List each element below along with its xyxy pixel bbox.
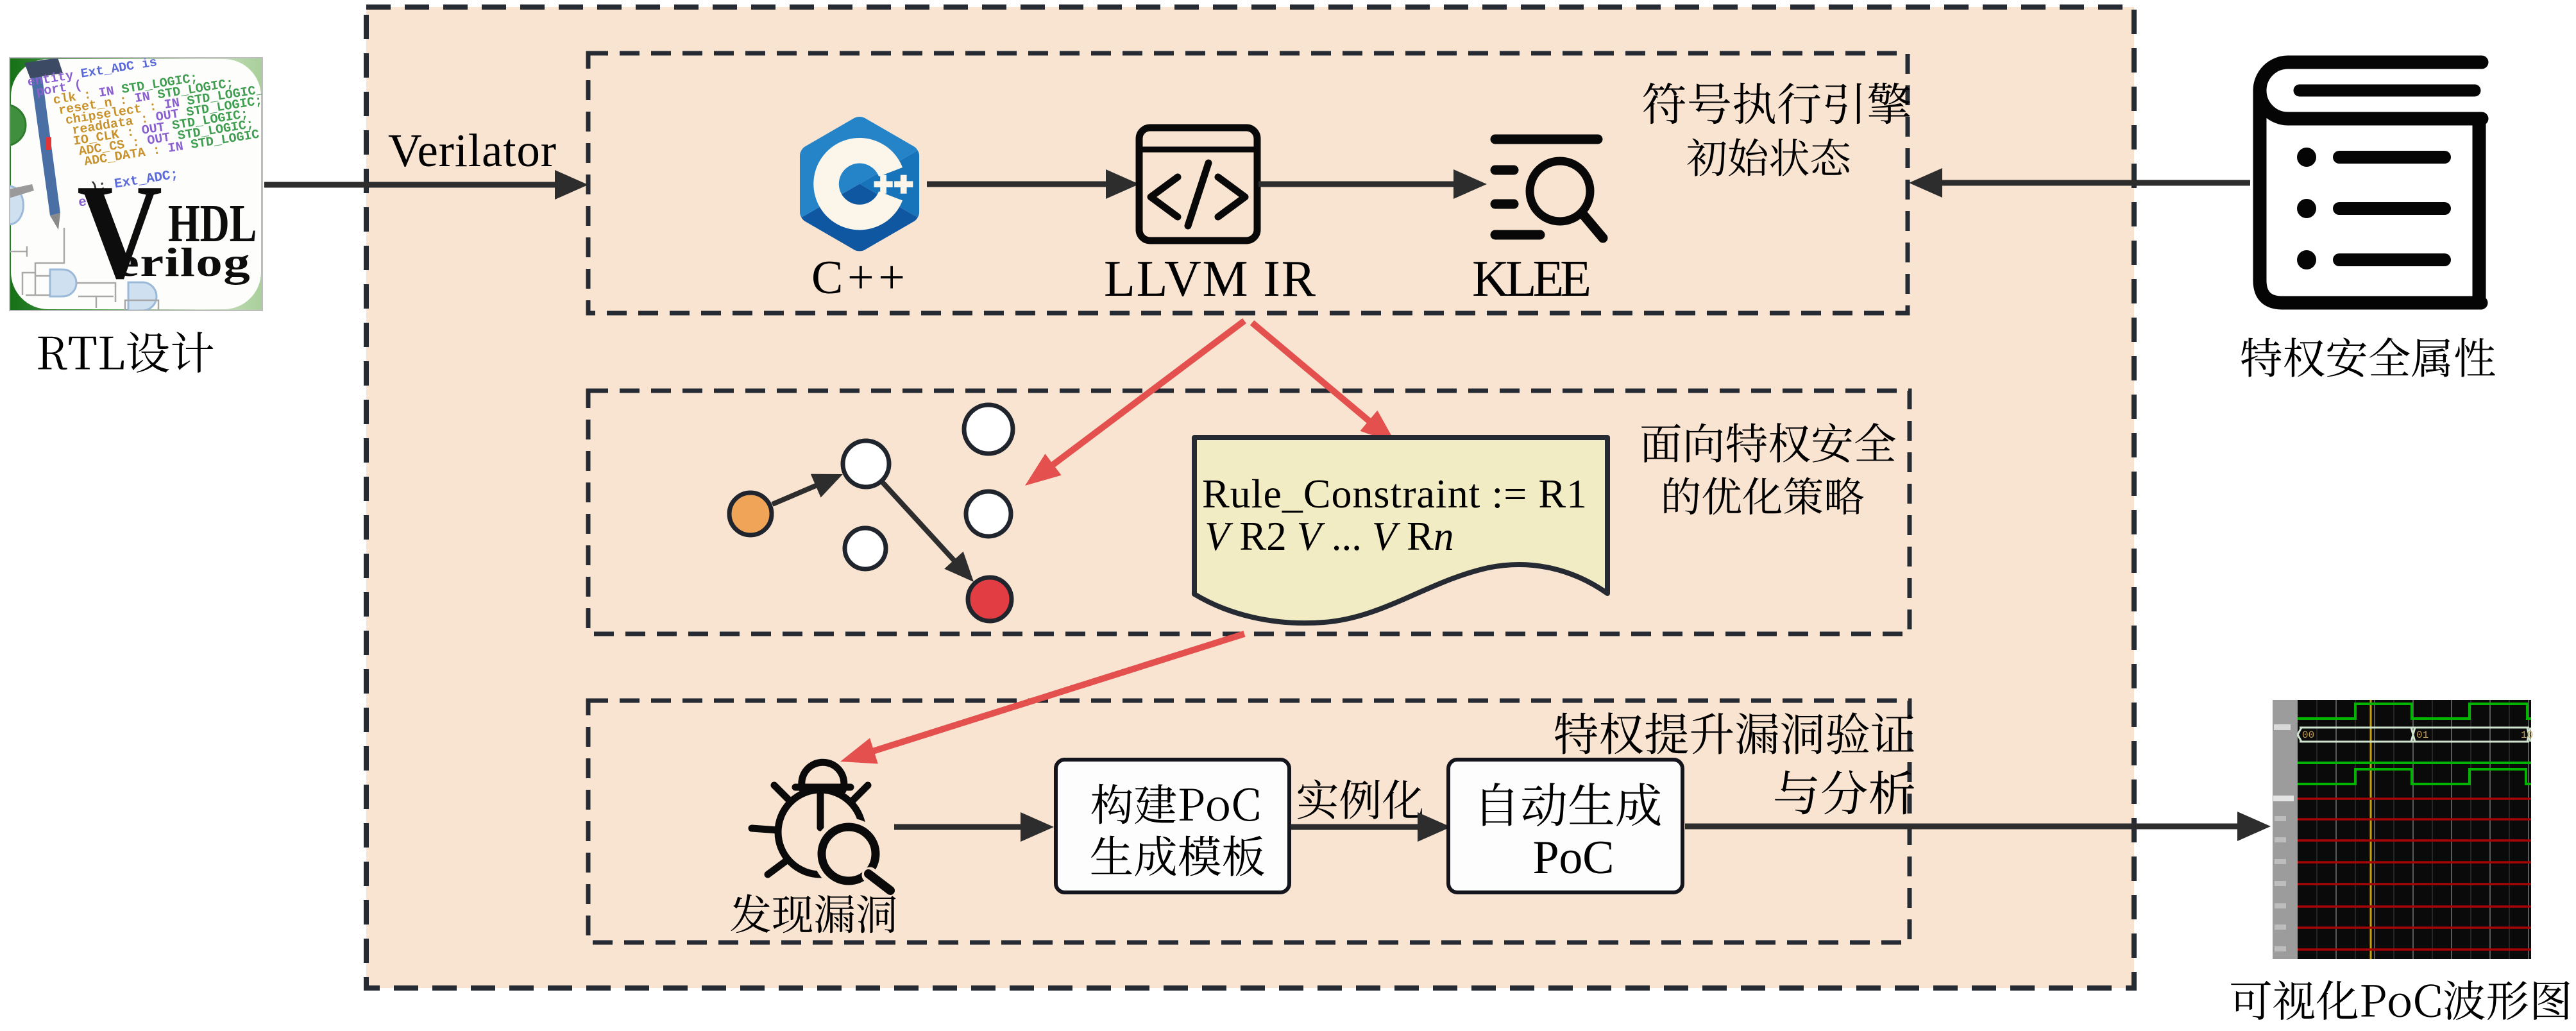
svg-text:00: 00 — [2302, 729, 2314, 741]
svg-text:C++: C++ — [811, 251, 905, 304]
svg-text:KLEE: KLEE — [1472, 251, 1591, 307]
svg-text:01: 01 — [2416, 729, 2428, 741]
svg-text:V R2 V ... V Rn: V R2 V ... V Rn — [1205, 514, 1454, 559]
svg-text:V: V — [77, 156, 162, 307]
svg-text:erilog: erilog — [115, 240, 251, 285]
svg-text:10: 10 — [2521, 729, 2533, 741]
svg-text:Rule_Constraint := R1: Rule_Constraint := R1 — [1202, 471, 1587, 516]
svg-text:Verilator: Verilator — [388, 124, 556, 176]
svg-text:HDL: HDL — [168, 194, 257, 253]
svg-text:PoC: PoC — [1533, 831, 1614, 884]
